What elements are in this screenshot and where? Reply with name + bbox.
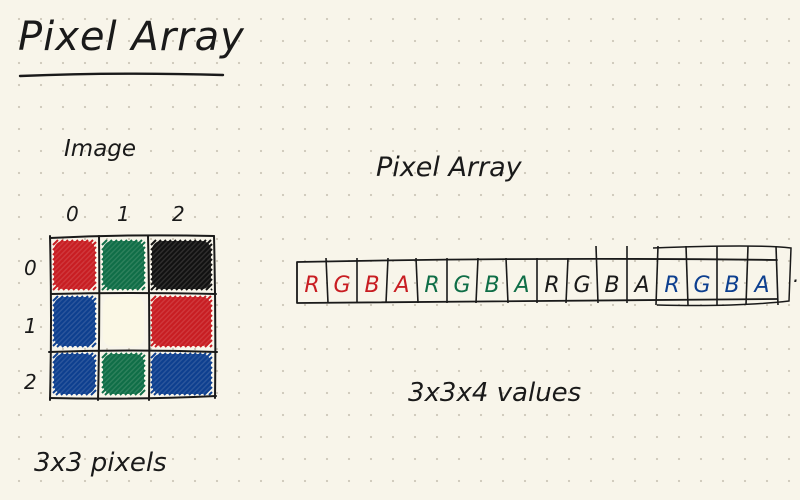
column-index-2: 2 [172,202,185,226]
array-cell-14: B [724,245,749,306]
row-index-2: 2 [24,370,37,394]
pixel-grid [48,234,218,401]
array-cell-13: G [693,246,718,305]
pixel-cell-r2-c1 [101,352,146,396]
values-count-caption: 3x3x4 values [408,378,582,408]
array-cell-letter: R [544,273,559,298]
array-cell-letter: B [724,273,739,298]
array-cell-4: R [424,258,448,303]
array-cell-12: R [664,245,689,306]
array-cell-5: G [453,257,479,304]
array-cell-letter: G [453,273,470,298]
array-ellipsis: ... [793,263,800,287]
pixel-cell-r0-c1 [101,239,146,291]
array-cell-letter: B [604,273,619,298]
array-cell-3: A [392,257,419,304]
array-cell-2: B [364,257,389,304]
pixel-cell-r2-c0 [52,352,97,396]
array-label: Pixel Array [376,152,522,183]
array-cell-letter: G [333,273,350,298]
row-index-1: 1 [24,314,37,338]
array-cell-8: R [544,257,569,304]
array-cell-10: B [604,246,628,303]
pixel-cell-r0-c2 [150,239,213,291]
array-cell-7: A [512,258,538,303]
array-overlap-stroke [652,245,792,307]
image-size-caption: 3x3 pixels [34,448,167,478]
array-cell-11: A [632,245,659,306]
row-index-0: 0 [24,256,37,280]
array-cell-letter: R [664,273,679,298]
array-cell-1: G [333,258,358,303]
array-cell-letter: R [424,273,439,298]
array-cell-9: G [573,245,599,304]
pixel-cell-r2-c2 [150,352,213,396]
array-cell-letter: A [512,273,529,298]
pixel-cell-r0-c0 [52,239,97,291]
array-cell-letter: G [693,273,710,298]
array-cell-6: B [484,257,509,304]
column-index-0: 0 [66,202,79,226]
array-cell-letter: B [364,273,379,298]
array-cell-letter: A [392,273,409,298]
column-index-1: 1 [117,202,130,226]
array-cell-letter: G [573,273,590,298]
pixel-cell-r1-c1 [103,297,144,346]
array-cell-0: R [304,257,329,304]
array-cell-15: A [752,245,779,306]
array-cell-letter: R [304,273,319,298]
title-underline [18,72,225,78]
array-cell-letter: A [632,273,649,298]
array-cell-letter: B [484,273,499,298]
page-title: Pixel Array [18,14,245,60]
array-cell-letter: A [752,273,769,298]
image-label: Image [64,136,137,162]
